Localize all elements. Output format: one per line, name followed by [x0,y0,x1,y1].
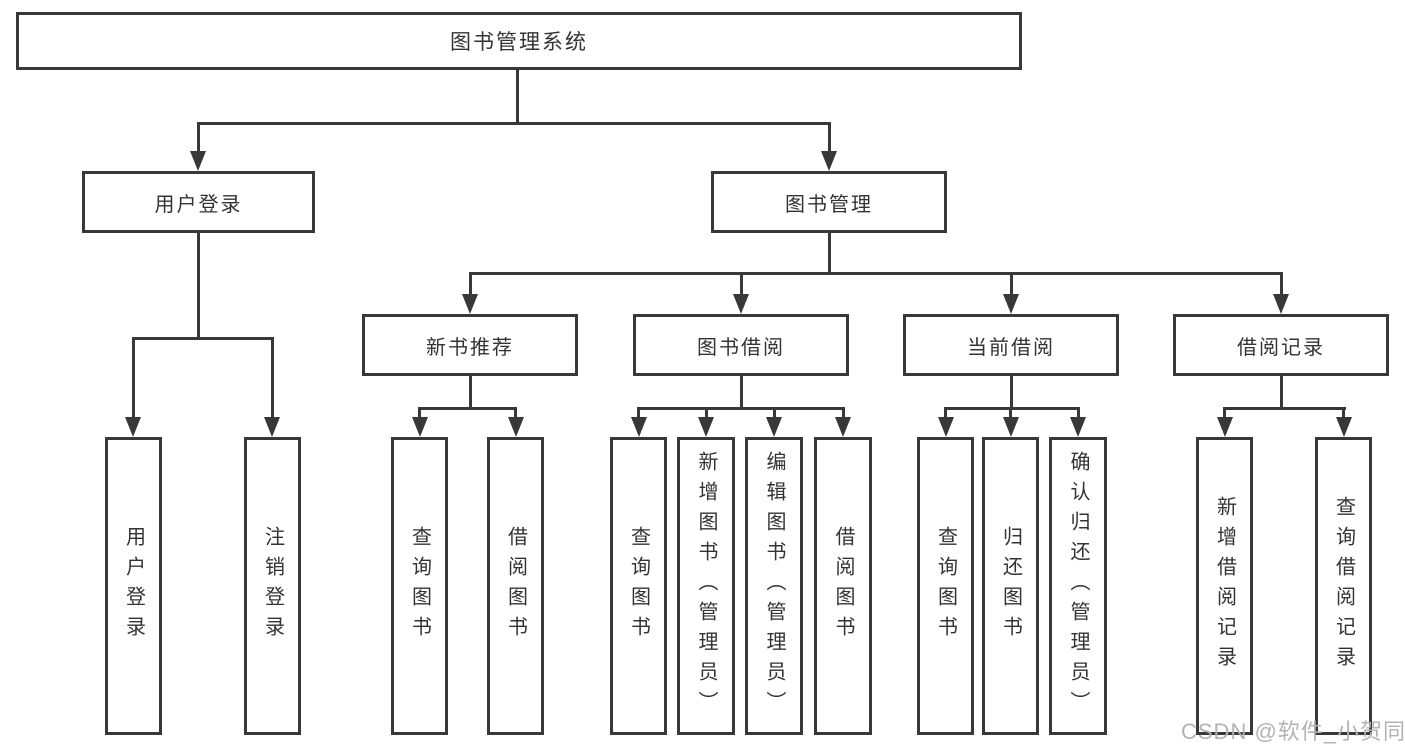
leaf-label: 借阅图书 [504,526,527,646]
arrow-down-icon [264,417,280,437]
leaf-label: 归还图书 [999,526,1022,646]
connector-line [418,407,421,419]
connector-line [418,407,517,410]
arrow-down-icon [766,417,782,437]
leaf-query-books-current: 查询图书 [917,437,974,735]
connector-line [1223,407,1226,419]
connector-line [705,407,708,419]
connector-line [637,407,640,419]
leaf-borrow-books-recommendation: 借阅图书 [487,437,544,735]
leaf-query-books-borrowing: 查询图书 [610,437,667,735]
leaf-label: 查询图书 [934,526,957,646]
connector-line [828,233,831,272]
node-book-borrowing: 图书借阅 [633,314,849,376]
leaf-query-books-recommendation: 查询图书 [391,437,448,735]
arrow-down-icon [412,417,428,437]
node-label: 用户登录 [154,193,243,216]
arrow-down-icon [1273,294,1289,314]
node-library-management-system: 图书管理系统 [16,12,1022,70]
arrow-down-icon [698,417,714,437]
connector-line [469,272,472,296]
leaf-edit-books-admin: 编辑图书（管理员） [745,437,803,735]
arrow-down-icon [462,294,478,314]
leaf-label: 编辑图书（管理员） [763,451,785,721]
connector-line [197,122,200,153]
leaf-label: 新增借阅记录 [1213,496,1236,676]
leaf-label: 查询图书 [408,526,431,646]
arrow-down-icon [190,151,206,171]
leaf-label: 借阅图书 [832,526,854,646]
connector-line [132,337,274,340]
connector-line [944,407,1080,410]
arrow-down-icon [821,151,837,171]
leaf-add-books-admin: 新增图书（管理员） [677,437,735,735]
node-label: 图书借阅 [697,336,785,359]
leaf-label: 查询图书 [627,526,650,646]
arrow-down-icon [1336,417,1352,437]
leaf-confirm-return-admin: 确认归还（管理员） [1049,437,1107,735]
connector-line [271,337,274,419]
connector-line [514,407,517,419]
connector-line [1280,272,1283,296]
connector-line [1010,272,1013,296]
leaf-return-books: 归还图书 [982,437,1039,735]
node-label: 图书管理系统 [450,31,588,54]
arrow-down-icon [1217,417,1233,437]
connector-line [1280,376,1283,407]
node-label: 图书管理 [785,193,873,216]
csdn-watermark: CSDN @软件_小贺同学 [1181,719,1405,744]
arrow-down-icon [508,417,524,437]
arrow-down-icon [733,294,749,314]
connector-line [1342,407,1345,419]
arrow-down-icon [1003,294,1019,314]
node-label: 新书推荐 [426,336,514,359]
arrow-down-icon [1003,417,1019,437]
connector-line [469,376,472,407]
node-borrowing-records: 借阅记录 [1173,314,1389,376]
connector-line [197,122,831,125]
connector-line [828,122,831,153]
node-user-login: 用户登录 [82,171,315,233]
leaf-label: 确认归还（管理员） [1067,451,1089,721]
connector-line [842,407,845,419]
connector-line [740,376,743,407]
node-current-borrowing: 当前借阅 [903,314,1119,376]
arrow-down-icon [938,417,954,437]
leaf-borrow-books: 借阅图书 [814,437,872,735]
node-new-book-recommendation: 新书推荐 [362,314,578,376]
node-label: 当前借阅 [967,336,1055,359]
arrow-down-icon [631,417,647,437]
arrow-down-icon [1070,417,1086,437]
arrow-down-icon [125,417,141,437]
leaf-query-borrow-record: 查询借阅记录 [1315,437,1372,735]
leaf-user-login: 用户登录 [105,437,162,735]
connector-line [1223,407,1346,410]
leaf-add-borrow-record: 新增借阅记录 [1196,437,1253,735]
connector-line [132,337,135,419]
connector-line [1077,407,1080,419]
leaf-label: 用户登录 [122,526,145,646]
connector-line [740,272,743,296]
leaf-logout: 注销登录 [244,437,301,735]
node-book-management: 图书管理 [711,171,947,233]
arrow-down-icon [835,417,851,437]
leaf-label: 新增图书（管理员） [695,451,717,721]
connector-line [1009,407,1012,419]
connector-line [637,407,845,410]
connector-line [773,407,776,419]
leaf-label: 查询借阅记录 [1332,496,1355,676]
node-label: 借阅记录 [1237,336,1325,359]
connector-line [197,233,200,337]
leaf-label: 注销登录 [261,526,284,646]
connector-line [469,272,1283,275]
connector-line [1010,376,1013,407]
connector-line [516,69,519,122]
connector-line [944,407,947,419]
